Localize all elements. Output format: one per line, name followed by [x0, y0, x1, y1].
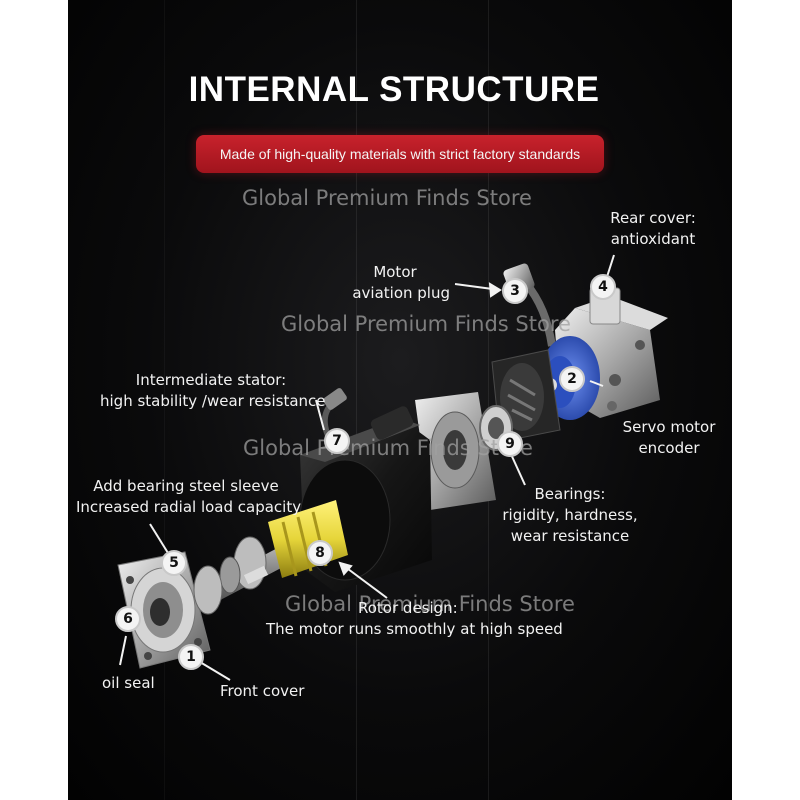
watermark: Global Premium Finds Store — [281, 312, 571, 336]
page-title: INTERNAL STRUCTURE — [188, 70, 600, 109]
marker-5: 5 — [161, 550, 187, 576]
watermark: Global Premium Finds Store — [285, 592, 575, 616]
marker-3: 3 — [502, 278, 528, 304]
label-intermediate-stator: Intermediate stator:high stability /wear… — [100, 371, 326, 410]
subtitle-banner: Made of high-quality materials with stri… — [196, 135, 604, 173]
marker-6: 6 — [115, 606, 141, 632]
label-front-cover: Front cover — [220, 682, 305, 700]
front-cover — [117, 551, 223, 669]
marker-7: 7 — [324, 428, 350, 454]
marker-9: 9 — [497, 431, 523, 457]
marker-4: 4 — [590, 274, 616, 300]
leader-lines — [119, 254, 615, 681]
marker-8: 8 — [307, 540, 333, 566]
marker-1: 1 — [178, 644, 204, 670]
marker-2: 2 — [559, 366, 585, 392]
watermark: Global Premium Finds Store — [243, 436, 533, 460]
back-flange — [415, 392, 496, 510]
watermark: Global Premium Finds Store — [242, 186, 532, 210]
label-bearings: Bearings:rigidity, hardness,wear resista… — [502, 485, 638, 545]
label-rear-cover: Rear cover:antioxidant — [610, 209, 696, 248]
label-rotor-design: Rotor design:The motor runs smoothly at … — [266, 599, 563, 638]
label-oil-seal: oil seal — [102, 674, 155, 692]
